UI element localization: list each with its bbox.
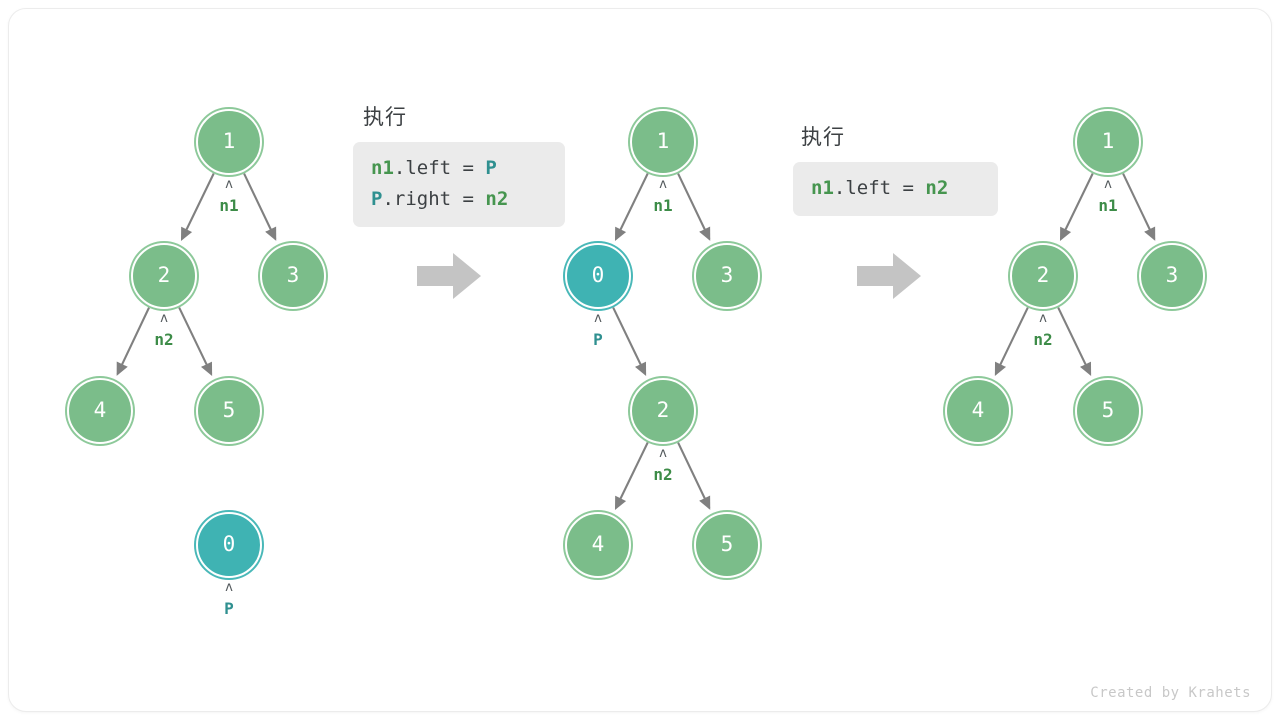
tree-node-value: 4 [971,398,985,422]
code-text: .left = [833,177,926,199]
tree-edge [677,173,711,241]
code-var: n1 [811,177,834,199]
tree-node-1: 1 [630,109,696,175]
pointer-name: n2 [653,465,673,484]
tree-node-value: 3 [286,263,300,287]
pointer-caret-icon: ʌ [225,177,233,192]
tree-node-4: 4 [945,378,1011,444]
pointer-name: n2 [1033,330,1053,349]
tree-node-value: 4 [591,532,605,556]
pointer-caret-icon: ʌ [1104,177,1112,192]
code-ptr: P [485,157,497,179]
tree-node-5: 5 [1075,378,1141,444]
tree-edge [180,173,215,242]
tree-node-5: 5 [694,512,760,578]
tree-node-0: 0 [196,512,262,578]
tree-node-value: 0 [222,532,236,556]
tree-node-1: 1 [1075,109,1141,175]
pointer-label-n2: ʌ n2 [129,311,199,351]
code-ptr: P [371,188,383,210]
code-var: n1 [371,157,394,179]
tree-node-value: 2 [1036,263,1050,287]
code-line: P.right = n2 [371,184,547,215]
tree-node-value: 2 [157,263,171,287]
pointer-caret-icon: ʌ [594,311,602,326]
code-var: n2 [925,177,949,199]
tree-edge [614,442,649,511]
pointer-caret-icon: ʌ [659,177,667,192]
tree-node-3: 3 [694,243,760,309]
step-title-2: 执行 [801,126,845,149]
tree-edge [614,173,649,242]
tree-edge [1059,173,1094,242]
tree-edge [1122,173,1156,241]
tree-node-value: 2 [656,398,670,422]
pointer-label-n1: ʌ n1 [194,177,264,217]
tree-node-value: 1 [1101,129,1115,153]
tree-node-4: 4 [565,512,631,578]
tree-node-value: 4 [93,398,107,422]
tree-edge [994,307,1029,376]
pointer-label-n2: ʌ n2 [1008,311,1078,351]
tree-node-2: 2 [131,243,197,309]
tree-node-2: 2 [1010,243,1076,309]
transition-arrow-icon-1 [417,253,481,299]
tree-node-value: 5 [1101,398,1115,422]
tree-edge [178,307,213,376]
code-line: n1.left = P [371,153,547,184]
pointer-caret-icon: ʌ [1039,311,1047,326]
tree-node-value: 3 [1165,263,1179,287]
tree-node-3: 3 [260,243,326,309]
pointer-name: P [224,599,234,618]
step-title-1: 执行 [363,106,407,129]
tree-node-value: 1 [222,129,236,153]
tree-node-value: 0 [591,263,605,287]
pointer-name: n1 [219,196,239,215]
pointer-name: n2 [154,330,174,349]
pointer-name: P [593,330,603,349]
pointer-caret-icon: ʌ [225,580,233,595]
tree-node-value: 5 [222,398,236,422]
tree-node-value: 1 [656,129,670,153]
pointer-label-n1: ʌ n1 [1073,177,1143,217]
pointer-caret-icon: ʌ [659,446,667,461]
tree-edge [612,307,647,376]
transition-arrow-icon-2 [857,253,921,299]
tree-node-3: 3 [1139,243,1205,309]
tree-edges-layer [116,173,1156,511]
tree-node-value: 5 [720,532,734,556]
pointer-name: n1 [653,196,673,215]
tree-edge [116,307,150,376]
tree-edge [243,173,277,241]
tree-node-5: 5 [196,378,262,444]
pointer-caret-icon: ʌ [160,311,168,326]
tree-node-value: 3 [720,263,734,287]
tree-node-2: 2 [630,378,696,444]
code-block-2: n1.left = n2 [793,162,998,216]
code-text: .left = [393,157,486,179]
pointer-name: n1 [1098,196,1118,215]
watermark: Created by Krahets [1090,685,1251,701]
tree-node-0: 0 [565,243,631,309]
pointer-label-n1: ʌ n1 [628,177,698,217]
tree-edge [1057,307,1092,376]
pointer-label-n2: ʌ n2 [628,446,698,486]
code-line: n1.left = n2 [811,173,980,204]
code-text: .right = [382,188,486,210]
tree-edge [677,442,711,510]
tree-node-1: 1 [196,109,262,175]
code-var: n2 [485,188,509,210]
tree-node-4: 4 [67,378,133,444]
